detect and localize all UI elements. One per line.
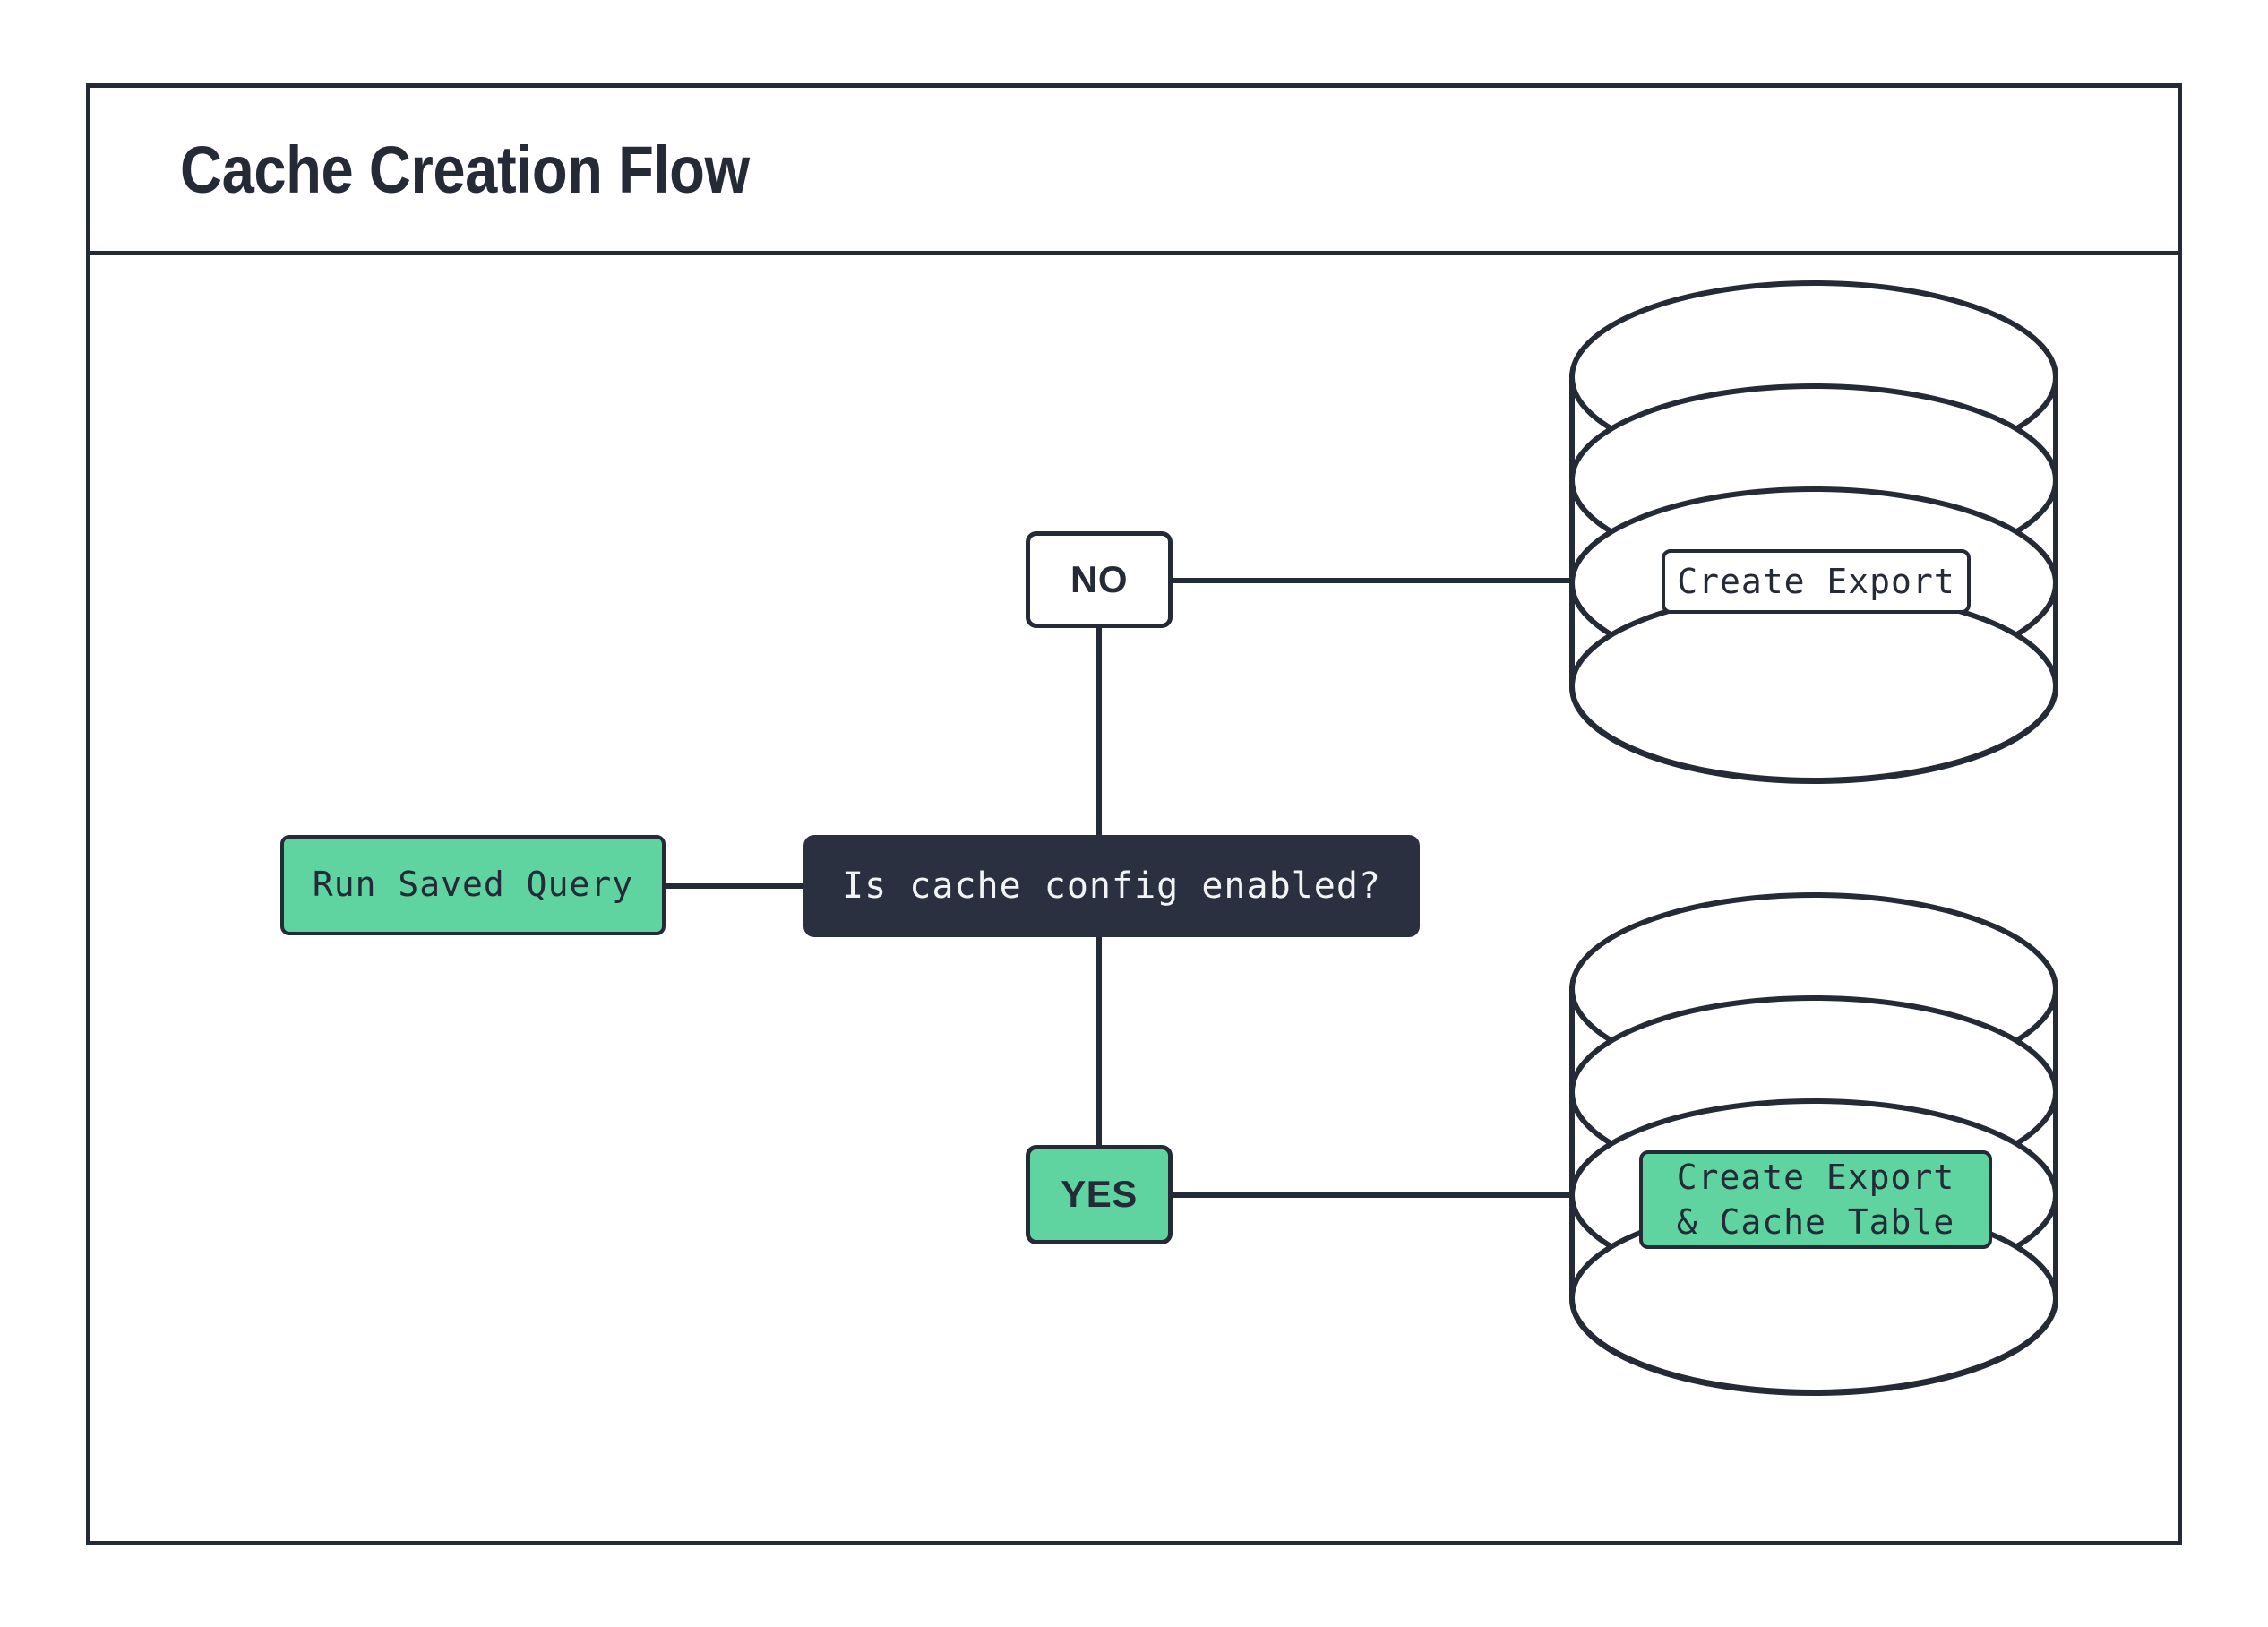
node-decision-cache-config[interactable]: Is cache config enabled? (803, 835, 1420, 937)
diagram-title-bar: Cache Creation Flow (90, 88, 2178, 255)
diagram-frame: Cache Creation Flow (86, 83, 2182, 1545)
edge-label-no[interactable]: NO (1026, 531, 1173, 628)
edge-label-yes[interactable]: YES (1026, 1145, 1173, 1244)
diagram-title: Cache Creation Flow (180, 132, 750, 207)
node-run-saved-query[interactable]: Run Saved Query (280, 835, 666, 935)
node-database-create-export-and-cache-table[interactable]: Create Export & Cache Table (1639, 1150, 1992, 1249)
node-database-create-export[interactable]: Create Export (1662, 549, 1971, 614)
